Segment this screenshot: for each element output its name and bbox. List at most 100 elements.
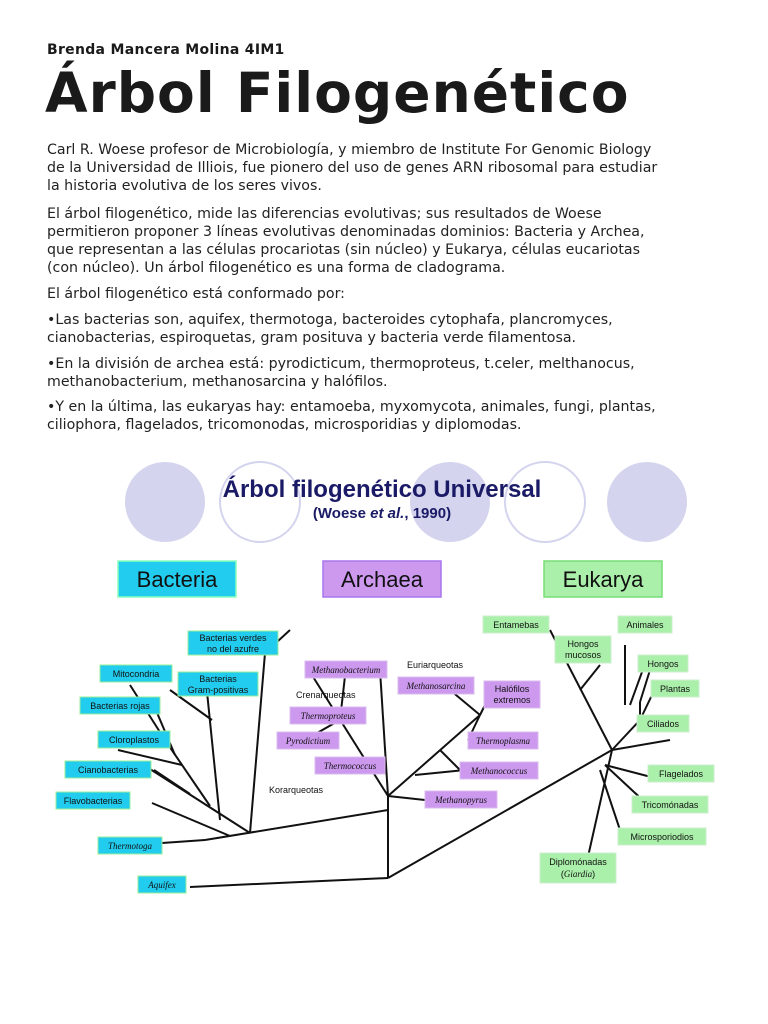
label-text: Hongos bbox=[567, 639, 599, 649]
text-line: •En la división de archea está: pyrodict… bbox=[47, 356, 635, 372]
label-plantas bbox=[650, 679, 700, 698]
label-text: Pyrodictium bbox=[285, 736, 331, 746]
label-hongos-mucosos bbox=[554, 635, 612, 664]
decor-circle bbox=[410, 462, 490, 542]
label-text: Bacterias bbox=[199, 674, 237, 684]
label-animales bbox=[617, 615, 673, 634]
label-text: Gram-positivas bbox=[188, 685, 249, 695]
paragraph-conformado: El árbol filogenético está conformado po… bbox=[47, 285, 737, 303]
bullet-bacterias: •Las bacterias son, aquifex, thermotoga,… bbox=[47, 311, 737, 347]
label-text: Flagelados bbox=[659, 769, 704, 779]
figure-title: Árbol filogenético Universal bbox=[223, 475, 542, 503]
label-flavobacterias bbox=[55, 791, 131, 810]
decor-circle bbox=[607, 462, 687, 542]
label-euriarqueotas: Euriarqueotas bbox=[407, 660, 464, 670]
label-text: mucosos bbox=[565, 650, 602, 660]
label-text: Animales bbox=[626, 620, 664, 630]
text-line: methanobacterium, methanosarcina y halóf… bbox=[47, 374, 388, 390]
text-line: Carl R. Woese profesor de Microbiología,… bbox=[47, 142, 652, 158]
decor-circle-outline bbox=[219, 461, 301, 543]
text-line: •Y en la última, las eukaryas hay: entam… bbox=[47, 399, 656, 415]
label-methanosarcina bbox=[397, 676, 475, 695]
domain-archaea-label: Archaea bbox=[341, 567, 424, 592]
label-text: Methanococcus bbox=[470, 766, 528, 776]
label-text: Bacterias verdes bbox=[199, 633, 267, 643]
paragraph-woese: Carl R. Woese profesor de Microbiología,… bbox=[47, 141, 737, 195]
label-text: extremos bbox=[493, 695, 531, 705]
label-text: Flavobacterias bbox=[64, 796, 123, 806]
text-line: El árbol filogenético está conformado po… bbox=[47, 286, 345, 302]
domain-bacteria-label: Bacteria bbox=[137, 567, 218, 592]
label-text: Thermococcus bbox=[324, 761, 377, 771]
text-line: la historia evolutiva de los seres vivos… bbox=[47, 178, 322, 194]
label-text: Cianobacterias bbox=[78, 765, 139, 775]
decor-circle-outline bbox=[504, 461, 586, 543]
label-cloroplastos bbox=[97, 730, 171, 749]
label-mitocondria bbox=[99, 664, 173, 683]
label-text: Halófilos bbox=[495, 684, 530, 694]
label-ciliados bbox=[636, 714, 690, 733]
domain-bacteria-box bbox=[117, 560, 237, 598]
bullet-eukaryas: •Y en la última, las eukaryas hay: entam… bbox=[47, 398, 737, 434]
text-line: de la Universidad de Illiois, fue pioner… bbox=[47, 160, 658, 176]
label-aquifex bbox=[137, 875, 187, 894]
text-line: ciliophora, flagelados, tricomonodas, mi… bbox=[47, 417, 522, 433]
domain-archaea-box bbox=[322, 560, 442, 598]
tree-branches bbox=[117, 629, 671, 888]
label-text: Ciliados bbox=[647, 719, 680, 729]
label-pyrodictium bbox=[276, 731, 340, 750]
label-korarqueotas: Korarqueotas bbox=[269, 785, 324, 795]
label-flagelados bbox=[647, 764, 715, 783]
label-text: Cloroplastos bbox=[109, 735, 160, 745]
label-text: Thermoproteus bbox=[301, 711, 356, 721]
decor-circle bbox=[125, 462, 205, 542]
label-text: Mitocondria bbox=[113, 669, 160, 679]
label-text: Aquifex bbox=[147, 880, 176, 890]
label-cianobacterias bbox=[64, 760, 152, 779]
label-halofilos bbox=[483, 680, 541, 709]
label-thermotoga bbox=[97, 836, 163, 855]
label-text: Tricomónadas bbox=[642, 800, 699, 810]
author-line: Brenda Mancera Molina 4IM1 bbox=[47, 42, 285, 58]
text-line: permitieron proponer 3 líneas evolutivas… bbox=[47, 224, 645, 240]
label-text: Entamebas bbox=[493, 620, 539, 630]
page-title: Árbol Filogenético bbox=[45, 61, 630, 125]
label-text: Methanosarcina bbox=[406, 681, 466, 691]
label-diplomonadas bbox=[539, 852, 617, 884]
text-line: •Las bacterias son, aquifex, thermotoga,… bbox=[47, 312, 613, 328]
label-text: no del azufre bbox=[207, 644, 259, 654]
text-line: que representan a las células procariota… bbox=[47, 242, 640, 258]
label-text: Microsporiodios bbox=[630, 832, 694, 842]
label-tricomonadas bbox=[631, 795, 709, 814]
text-line: cianobacterias, espiroquetas, gram posit… bbox=[47, 330, 577, 346]
figure-subtitle: (Woese et al., 1990) bbox=[313, 505, 451, 522]
label-thermoplasma bbox=[467, 731, 539, 750]
label-bacterias-rojas bbox=[79, 696, 161, 715]
label-microsporiodios bbox=[617, 827, 707, 846]
label-hongos bbox=[637, 654, 689, 673]
label-thermococcus bbox=[314, 756, 386, 775]
label-methanopyrus bbox=[424, 790, 498, 809]
label-methanococcus bbox=[459, 761, 539, 780]
label-methanobacterium bbox=[304, 660, 388, 679]
domain-eukarya-label: Eukarya bbox=[563, 567, 644, 592]
label-gram-positivas bbox=[177, 671, 259, 697]
domain-eukarya-box bbox=[543, 560, 663, 598]
label-crenarqueotas: Crenarqueotas bbox=[296, 690, 356, 700]
text-line: (con núcleo). Un árbol filogenético es u… bbox=[47, 260, 506, 276]
bullet-archea: •En la división de archea está: pyrodict… bbox=[47, 355, 737, 391]
label-entamebas bbox=[482, 615, 550, 634]
label-text: Thermoplasma bbox=[476, 736, 531, 746]
label-text: Methanopyrus bbox=[434, 795, 487, 805]
label-thermoproteus bbox=[289, 706, 367, 725]
label-text: Diplomónadas bbox=[549, 857, 607, 867]
phylogenetic-tree-figure: Árbol filogenético Universal (Woese et a… bbox=[40, 450, 730, 910]
label-text: Thermotoga bbox=[108, 841, 153, 851]
text-line: El árbol filogenético, mide las diferenc… bbox=[47, 206, 602, 222]
label-text: (Giardia) bbox=[561, 869, 595, 879]
label-text: Plantas bbox=[660, 684, 691, 694]
paragraph-dominios: El árbol filogenético, mide las diferenc… bbox=[47, 205, 737, 277]
label-text: Hongos bbox=[647, 659, 679, 669]
label-text: Methanobacterium bbox=[311, 665, 381, 675]
label-bacterias-verdes bbox=[187, 630, 279, 656]
